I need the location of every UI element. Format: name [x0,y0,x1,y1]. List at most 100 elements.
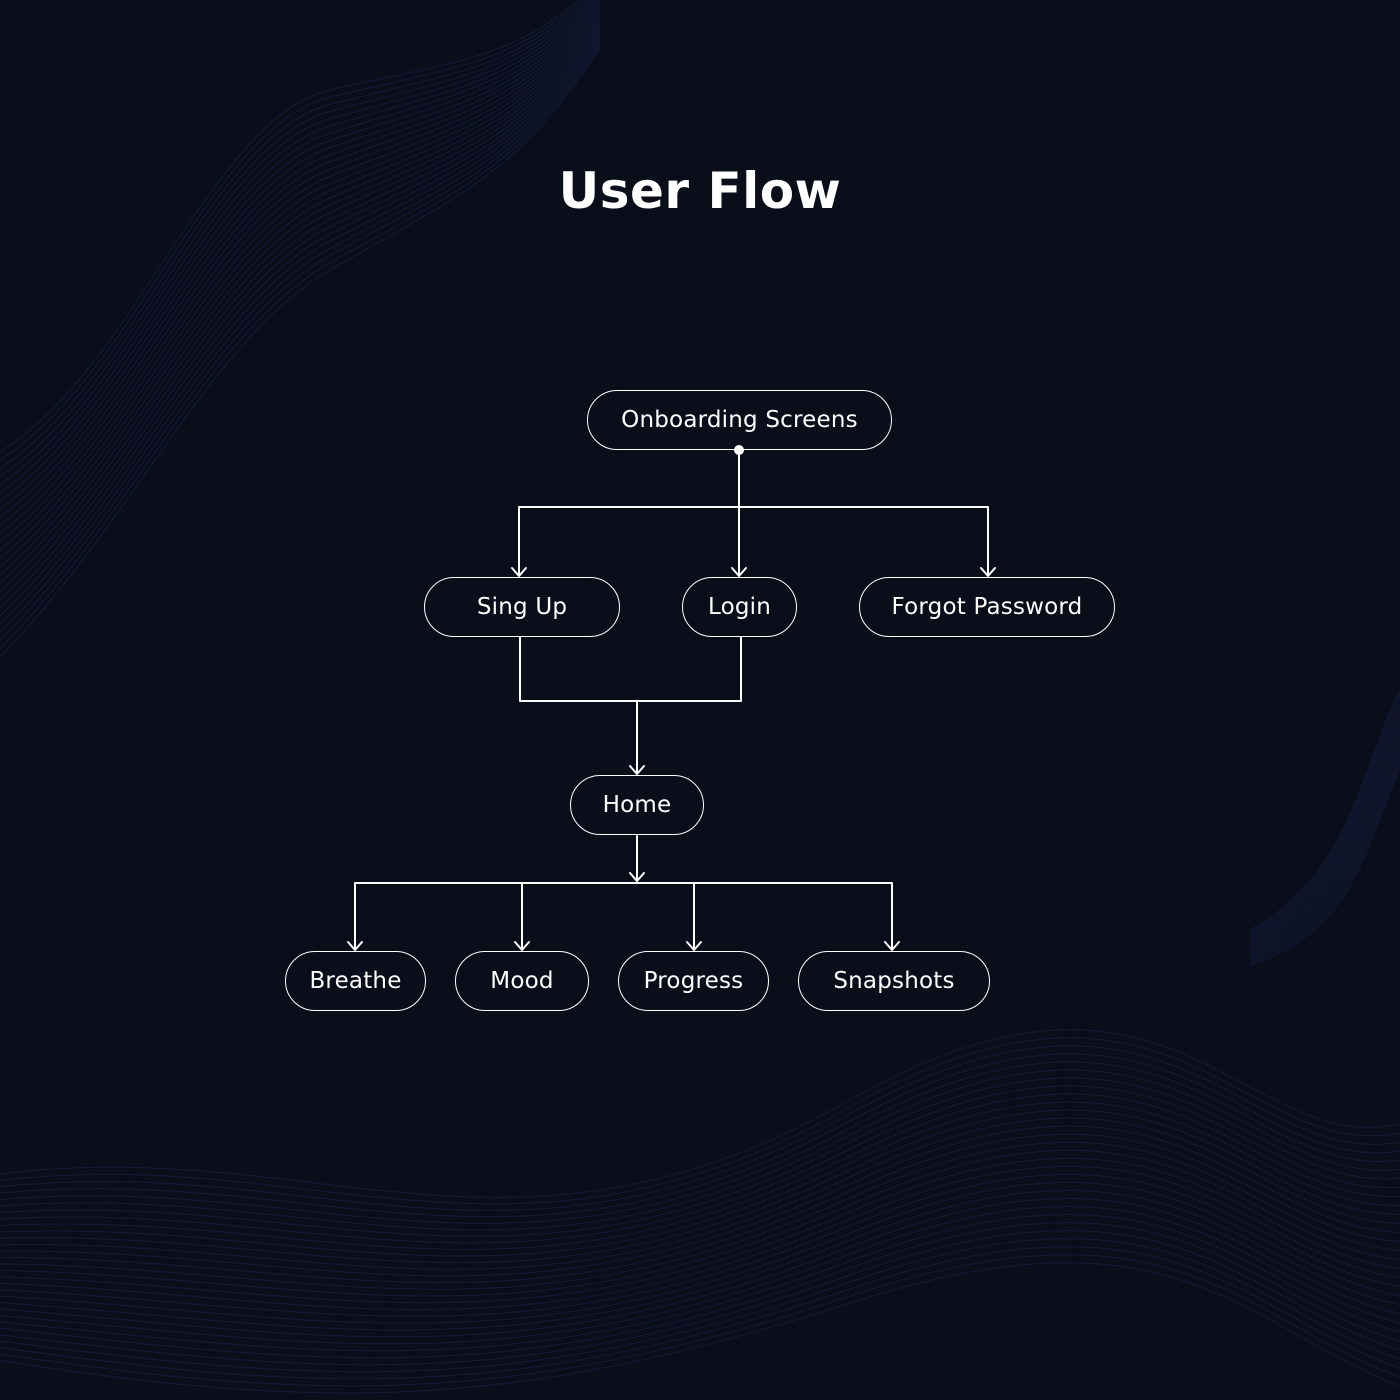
wave-line [0,1214,1400,1352]
wave-line [0,1246,1400,1380]
wave-line [0,1206,1400,1345]
wave-line [0,3,601,527]
wave-line [0,1189,1400,1331]
wave-line [1249,739,1400,954]
wave-line [0,1222,1400,1359]
wave-line [0,25,601,592]
wave-line [0,1029,1400,1198]
wave-line [0,0,598,502]
node-label: Progress [643,968,744,994]
wave-line [0,1262,1400,1394]
wave-line [0,0,590,477]
wave-pattern-top-left [0,0,601,658]
connector-merge-to-home [519,636,742,774]
wave-line [0,1117,1400,1270]
wave-line [0,1157,1400,1304]
node-snapshots[interactable]: Snapshots [798,951,990,1011]
arrow-head-forgot [980,567,996,577]
wave-line [0,0,580,453]
wave-line [0,1125,1400,1277]
wave-line [0,0,600,510]
wave-line [1249,729,1400,950]
connector-level3-bus [354,882,893,950]
arrow-head-mood [514,941,530,951]
wave-line [1249,716,1400,944]
wave-line [0,12,601,551]
arrow-head-breathe [347,941,363,951]
node-onboarding-screens[interactable]: Onboarding Screens [587,390,892,450]
wave-line [0,0,595,494]
wave-line [1249,721,1400,946]
wave-line [0,1045,1400,1211]
wave-line [1249,757,1400,962]
wave-line [1249,707,1400,939]
wave-line [0,22,601,584]
node-label: Mood [490,968,554,994]
node-progress[interactable]: Progress [618,951,769,1011]
wave-line [0,0,592,485]
wave-line [0,1093,1400,1250]
wave-line [0,1181,1400,1324]
arrow-head-progress [686,941,702,951]
wave-line [1249,711,1400,941]
wave-line [0,44,601,650]
node-label: Breathe [309,968,402,994]
wave-line [0,41,601,642]
wave-line [0,1061,1400,1224]
wave-line [0,1238,1400,1373]
wave-line [1249,761,1400,965]
wave-line [0,9,601,543]
wave-line [1249,702,1400,937]
wave-line [1249,734,1400,952]
wave-line [1249,689,1400,931]
node-home[interactable]: Home [570,775,704,835]
wave-line [0,36,601,625]
wave-line [0,1230,1400,1366]
wave-line [0,20,601,576]
wave-line [1249,725,1400,948]
wave-line [0,1141,1400,1290]
wave-line [0,1037,1400,1205]
node-label: Onboarding Screens [621,407,858,433]
node-sign-up[interactable]: Sing Up [424,577,620,637]
wave-pattern-bottom [0,1029,1400,1394]
node-label: Login [707,594,772,620]
wave-line [1249,766,1400,967]
wave-line [0,17,601,568]
wave-line [0,1149,1400,1297]
wave-line [0,0,583,461]
node-label: Forgot Password [891,594,1083,620]
wave-line [0,1109,1400,1264]
wave-line [0,31,601,609]
arrow-head-snapshots [884,941,900,951]
wave-line [0,1198,1400,1338]
wave-line [0,28,601,601]
arrow-head-login [731,567,747,577]
wave-line [0,1053,1400,1218]
wave-line [0,47,601,658]
wave-line [0,1077,1400,1237]
node-forgot-password[interactable]: Forgot Password [859,577,1115,637]
wave-line [0,1085,1400,1244]
wave-line [1249,693,1400,933]
wave-line [0,1069,1400,1231]
node-mood[interactable]: Mood [455,951,589,1011]
page-title: User Flow [558,162,842,220]
wave-pattern-right [1249,689,1400,967]
wave-line [0,6,601,535]
arrow-head-signup [511,567,527,577]
wave-line [0,1166,1400,1310]
wave-line [0,1174,1400,1317]
node-breathe[interactable]: Breathe [285,951,426,1011]
wave-line [1249,748,1400,958]
node-label: Sing Up [476,594,568,620]
arrow-head-home [629,765,645,775]
wave-line [0,14,601,559]
wave-line [0,39,601,634]
arrow-head-home-trunk [629,872,645,882]
node-login[interactable]: Login [682,577,797,637]
wave-line [0,0,587,469]
